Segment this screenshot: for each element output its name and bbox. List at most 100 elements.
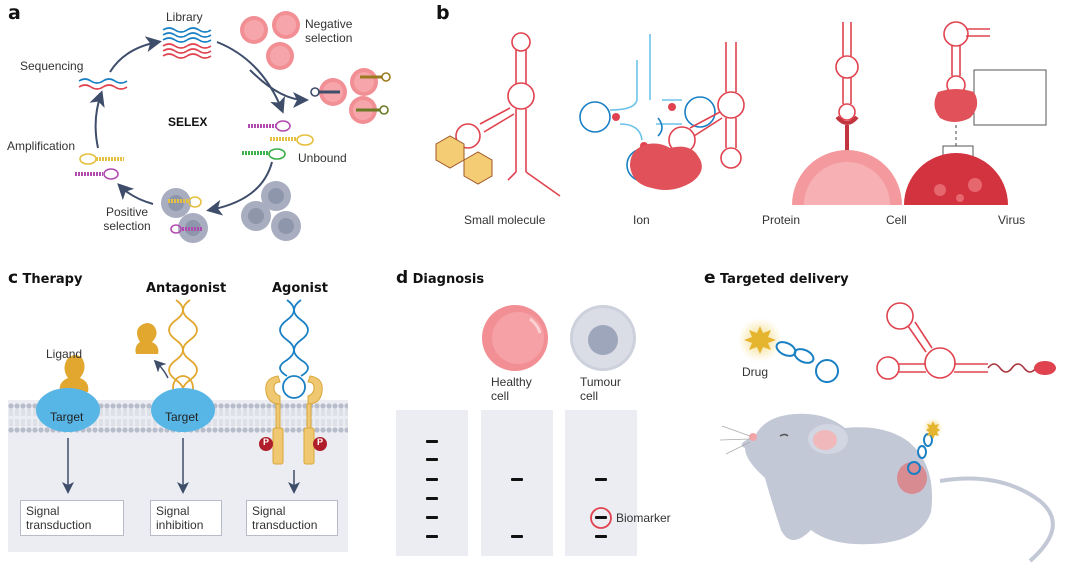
healthy-cell-label-line2: cell <box>491 389 510 403</box>
gel-band <box>595 535 607 538</box>
target-label-1: Target <box>50 410 84 424</box>
biomarker-circle-icon <box>590 507 612 529</box>
panel-e-heading: e Targeted delivery <box>704 268 849 288</box>
arrow-amplification-to-sequencing <box>89 90 105 149</box>
tumour-cell-icon <box>570 305 636 371</box>
unbound-aptamers <box>242 120 314 160</box>
displaced-ligand-icon <box>135 323 159 354</box>
target-label-2: Target <box>165 410 199 424</box>
phosphate-group-right <box>313 437 327 451</box>
mouse-illustration <box>719 413 1055 563</box>
target-receptor-2 <box>151 388 215 432</box>
gel-band <box>426 497 438 500</box>
outcome-box-signal-transduction-1: Signal transduction <box>20 500 124 536</box>
agonist-receptor-dimer <box>265 375 323 465</box>
protein-blob <box>630 143 702 190</box>
drug-star-icon <box>744 326 776 354</box>
selex-center-label: SELEX <box>168 115 208 129</box>
outcome-3-line2: transduction <box>252 518 318 532</box>
outcome-3-line1: Signal <box>252 504 286 518</box>
outcome-box-signal-inhibition: Signal inhibition <box>150 500 222 536</box>
drug-aptamer <box>775 341 839 383</box>
mouse-whiskers <box>719 425 751 455</box>
target-label-protein: Protein <box>762 213 801 227</box>
gel-lane-ladder <box>396 410 468 556</box>
arrow-sequencing-to-library <box>109 36 162 73</box>
diagnosis-cells <box>482 305 636 371</box>
panel-letter-b: b <box>436 2 450 24</box>
small-molecule-ligand <box>435 135 493 185</box>
sequencing-oligo-waves <box>78 78 128 90</box>
virus-aptamer <box>943 21 990 95</box>
delivery-aptamer <box>876 302 1037 380</box>
panel-letter-a: a <box>8 2 21 24</box>
cell-receptor <box>835 115 859 125</box>
arrow-positive-to-amplification <box>117 183 154 205</box>
phospho-label-right: P <box>316 437 323 447</box>
gel-band <box>595 478 607 481</box>
ligand-icon <box>59 355 89 392</box>
target-receptor-1 <box>36 388 100 432</box>
phosphate-group-left <box>259 437 273 451</box>
tumour-cell-label: Tumour cell <box>580 375 621 403</box>
outcome-2-line1: Signal <box>156 504 190 518</box>
arrow-library-to-unbound <box>216 41 285 114</box>
gel-band <box>426 440 438 443</box>
drug-label: Drug <box>742 365 769 379</box>
outcome-1-line2: transduction <box>26 518 92 532</box>
outcome-box-signal-transduction-2: Signal transduction <box>246 500 338 536</box>
gel-lane-healthy <box>481 410 553 556</box>
agonist-aptamer <box>279 299 309 399</box>
step-library: Library <box>166 10 203 24</box>
step-unbound: Unbound <box>298 151 347 165</box>
target-label-cell: Cell <box>886 213 907 227</box>
aptamer-target-illustrations <box>435 21 1047 205</box>
tumour-mass <box>897 462 927 494</box>
gel-band <box>511 478 523 481</box>
virus-body <box>904 153 1008 205</box>
outcome-1-line1: Signal <box>26 504 60 518</box>
panel-d-title: Diagnosis <box>412 272 485 287</box>
biomarker-label: Biomarker <box>616 511 671 525</box>
arrow-to-negative-selection <box>249 69 309 108</box>
outcome-2-line2: inhibition <box>156 518 204 532</box>
panel-d-heading: d Diagnosis <box>396 268 484 288</box>
negative-selection-cells <box>240 11 378 124</box>
ligand-label: Ligand <box>46 347 83 361</box>
cell-aptamer <box>835 22 859 121</box>
gel-band <box>426 516 438 519</box>
target-label-small-molecule: Small molecule <box>464 213 546 227</box>
small-molecule-aptamer <box>455 32 561 197</box>
antagonist-heading: Antagonist <box>146 281 227 296</box>
healthy-cell-label: Healthy cell <box>491 375 532 403</box>
panel-c-title: Therapy <box>22 272 83 287</box>
gel-band <box>426 458 438 461</box>
step-positive-selection: Positive selection <box>103 205 151 233</box>
healthy-cell-icon <box>482 305 548 371</box>
panel-letter-e: e <box>704 268 716 288</box>
library-oligo-waves <box>162 27 212 59</box>
tumour-cell-label-line2: cell <box>580 389 599 403</box>
delivery-tag <box>1034 361 1056 375</box>
gel-band <box>426 535 438 538</box>
panel-letter-c: c <box>8 268 19 288</box>
positive-selection-cells <box>161 181 301 243</box>
healthy-cell-label-line1: Healthy <box>491 375 532 389</box>
panel-c-heading: c Therapy <box>8 268 82 288</box>
gel-band <box>426 478 438 481</box>
gel-band-biomarker <box>595 516 607 519</box>
mouse-drug-star-icon <box>926 421 940 439</box>
tumour-cell-label-line1: Tumour <box>580 375 621 389</box>
targeted-delivery-illustration <box>719 302 1056 563</box>
panel-e-title: Targeted delivery <box>719 272 849 287</box>
amplification-aptamers <box>75 153 124 180</box>
bound-aptamers-negative <box>310 72 391 115</box>
arrow-unbound-to-positive <box>206 161 273 216</box>
antagonist-aptamer <box>168 299 198 401</box>
step-amplification: Amplification <box>7 139 76 153</box>
panel-letter-d: d <box>396 268 409 288</box>
agonist-heading: Agonist <box>272 281 328 296</box>
displacement-arrow <box>153 359 169 379</box>
selex-cycle-diagram <box>75 11 391 243</box>
gel-band <box>511 535 523 538</box>
